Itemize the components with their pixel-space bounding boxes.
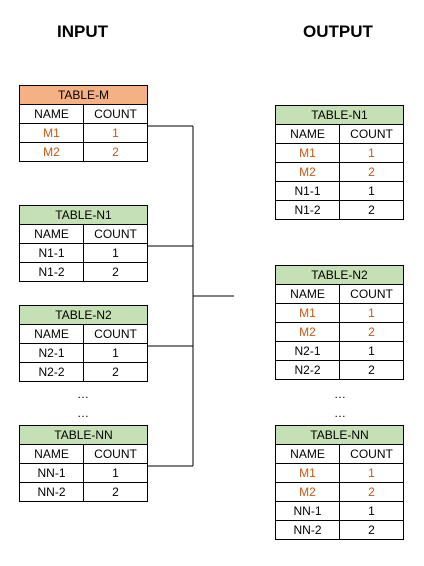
count-cell: 2 — [339, 520, 404, 540]
column-header-count: COUNT — [339, 124, 404, 144]
table-row: NN-1 1 — [19, 463, 148, 483]
name-cell: NN-1 — [19, 463, 84, 483]
count-cell: 2 — [339, 162, 404, 182]
table-row: M1 1 — [275, 143, 404, 163]
name-cell: N2-2 — [19, 362, 84, 382]
name-cell: N2-1 — [275, 341, 340, 361]
table-title: TABLE-M — [19, 85, 148, 105]
name-cell: N1-1 — [275, 181, 340, 201]
name-cell: NN-2 — [19, 482, 84, 502]
output-ellipsis-1: … — [334, 387, 346, 401]
name-cell: M1 — [275, 303, 340, 323]
table-title: TABLE-N2 — [275, 265, 404, 285]
table-title: TABLE-N2 — [19, 305, 148, 325]
count-cell: 2 — [339, 200, 404, 220]
output-table-n1: TABLE-N1 NAME COUNT M1 1 M2 2 N1-1 1 N1-… — [275, 105, 404, 220]
count-cell: 2 — [83, 482, 148, 502]
table-title: TABLE-N1 — [275, 105, 404, 125]
table-row: M2 2 — [19, 142, 148, 162]
count-cell: 1 — [83, 463, 148, 483]
count-cell: 1 — [339, 501, 404, 521]
table-row: N1-1 1 — [275, 181, 404, 201]
count-cell: 2 — [339, 322, 404, 342]
name-cell: M2 — [275, 322, 340, 342]
column-header-count: COUNT — [83, 324, 148, 344]
name-cell: N2-1 — [19, 343, 84, 363]
name-cell: N1-1 — [19, 243, 84, 263]
name-cell: M2 — [275, 482, 340, 502]
table-row: M1 1 — [19, 123, 148, 143]
output-ellipsis-2: … — [334, 406, 346, 420]
table-row: NN-1 1 — [275, 501, 404, 521]
column-header-count: COUNT — [339, 284, 404, 304]
name-cell: M1 — [275, 143, 340, 163]
column-header-name: NAME — [275, 124, 340, 144]
column-header-name: NAME — [275, 284, 340, 304]
count-cell: 1 — [339, 143, 404, 163]
count-cell: 1 — [339, 181, 404, 201]
output-table-n2: TABLE-N2 NAME COUNT M1 1 M2 2 N2-1 1 N2-… — [275, 265, 404, 380]
column-header-name: NAME — [275, 444, 340, 464]
column-header-count: COUNT — [83, 224, 148, 244]
input-table-n2: TABLE-N2 NAME COUNT N2-1 1 N2-2 2 — [19, 305, 148, 382]
name-cell: NN-1 — [275, 501, 340, 521]
input-ellipsis-1: … — [77, 387, 89, 401]
name-cell: M2 — [19, 142, 84, 162]
table-row: N1-1 1 — [19, 243, 148, 263]
name-cell: N1-2 — [19, 262, 84, 282]
input-table-m: TABLE-M NAME COUNT M1 1 M2 2 — [19, 85, 148, 162]
count-cell: 2 — [83, 262, 148, 282]
table-title: TABLE-NN — [19, 425, 148, 445]
count-cell: 1 — [83, 243, 148, 263]
count-cell: 2 — [339, 482, 404, 502]
name-cell: M1 — [275, 463, 340, 483]
table-row: N1-2 2 — [275, 200, 404, 220]
table-row: M2 2 — [275, 482, 404, 502]
table-row: N1-2 2 — [19, 262, 148, 282]
table-row: N2-1 1 — [275, 341, 404, 361]
input-heading: INPUT — [57, 22, 108, 41]
name-cell: M1 — [19, 123, 84, 143]
count-cell: 2 — [339, 360, 404, 380]
name-cell: N2-2 — [275, 360, 340, 380]
column-header-name: NAME — [19, 444, 84, 464]
column-header-count: COUNT — [83, 444, 148, 464]
output-table-nn: TABLE-NN NAME COUNT M1 1 M2 2 NN-1 1 NN-… — [275, 425, 404, 540]
table-row: N2-2 2 — [275, 360, 404, 380]
name-cell: N1-2 — [275, 200, 340, 220]
input-table-n1: TABLE-N1 NAME COUNT N1-1 1 N1-2 2 — [19, 205, 148, 282]
table-title: TABLE-N1 — [19, 205, 148, 225]
name-cell: NN-2 — [275, 520, 340, 540]
count-cell: 1 — [83, 343, 148, 363]
table-row: NN-2 2 — [275, 520, 404, 540]
output-heading: OUTPUT — [303, 22, 373, 41]
column-header-name: NAME — [19, 104, 84, 124]
input-table-nn: TABLE-NN NAME COUNT NN-1 1 NN-2 2 — [19, 425, 148, 502]
table-row: M1 1 — [275, 303, 404, 323]
column-header-name: NAME — [19, 324, 84, 344]
table-row: N2-1 1 — [19, 343, 148, 363]
count-cell: 1 — [83, 123, 148, 143]
table-row: M2 2 — [275, 162, 404, 182]
table-row: M2 2 — [275, 322, 404, 342]
count-cell: 1 — [339, 463, 404, 483]
count-cell: 1 — [339, 341, 404, 361]
count-cell: 2 — [83, 142, 148, 162]
table-row: N2-2 2 — [19, 362, 148, 382]
column-header-count: COUNT — [339, 444, 404, 464]
count-cell: 2 — [83, 362, 148, 382]
table-row: M1 1 — [275, 463, 404, 483]
name-cell: M2 — [275, 162, 340, 182]
column-header-name: NAME — [19, 224, 84, 244]
count-cell: 1 — [339, 303, 404, 323]
table-title: TABLE-NN — [275, 425, 404, 445]
input-ellipsis-2: … — [77, 406, 89, 420]
table-row: NN-2 2 — [19, 482, 148, 502]
column-header-count: COUNT — [83, 104, 148, 124]
